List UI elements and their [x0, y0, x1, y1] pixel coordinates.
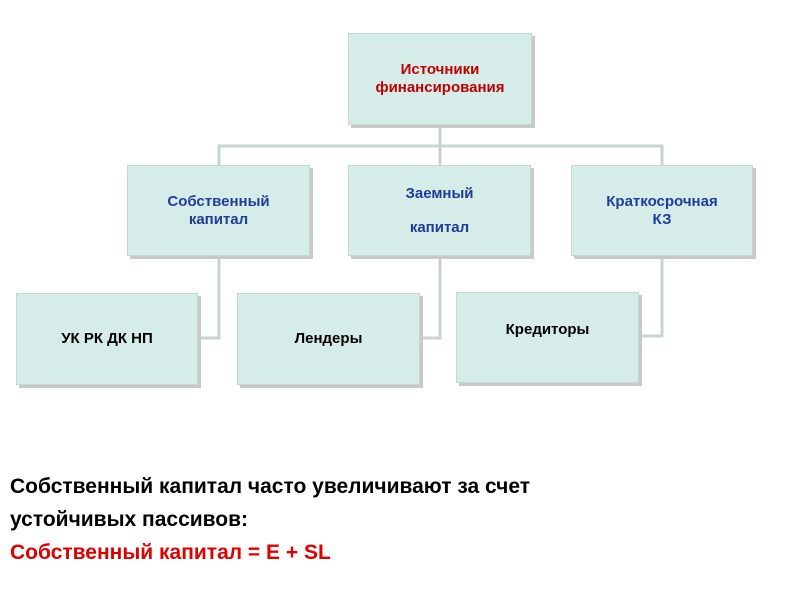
borrowed-capital-box: Заемный капитал	[348, 165, 531, 256]
root-to-level1-connector	[217, 126, 664, 165]
lenders-box: Лендеры	[237, 293, 420, 385]
equity-components-box: УК РК ДК НП	[16, 293, 198, 385]
loan-to-lend-connector	[420, 256, 442, 340]
equity-formula: Собственный капитал = E + SL	[10, 541, 331, 564]
caption-line2: устойчивых пассивов:	[10, 508, 249, 531]
creditors-box: Кредиторы	[456, 292, 639, 383]
caption-line1: Собственный капитал часто увеличивают за…	[10, 475, 531, 498]
borrowed-capital-line1: Заемный	[405, 184, 474, 202]
equity-capital-box: Собственный капитал	[127, 165, 310, 256]
short-term-payables-box: Краткосрочная КЗ	[571, 165, 753, 256]
kz-to-cred-connector	[639, 256, 664, 338]
borrowed-capital-line2: капитал	[409, 218, 470, 236]
own-to-uk-connector	[198, 256, 221, 340]
financing-sources-box: Источники финансирования	[348, 33, 532, 125]
creditors-label: Кредиторы	[505, 320, 590, 338]
caption-text: Собственный капитал часто увеличивают за…	[10, 470, 795, 569]
